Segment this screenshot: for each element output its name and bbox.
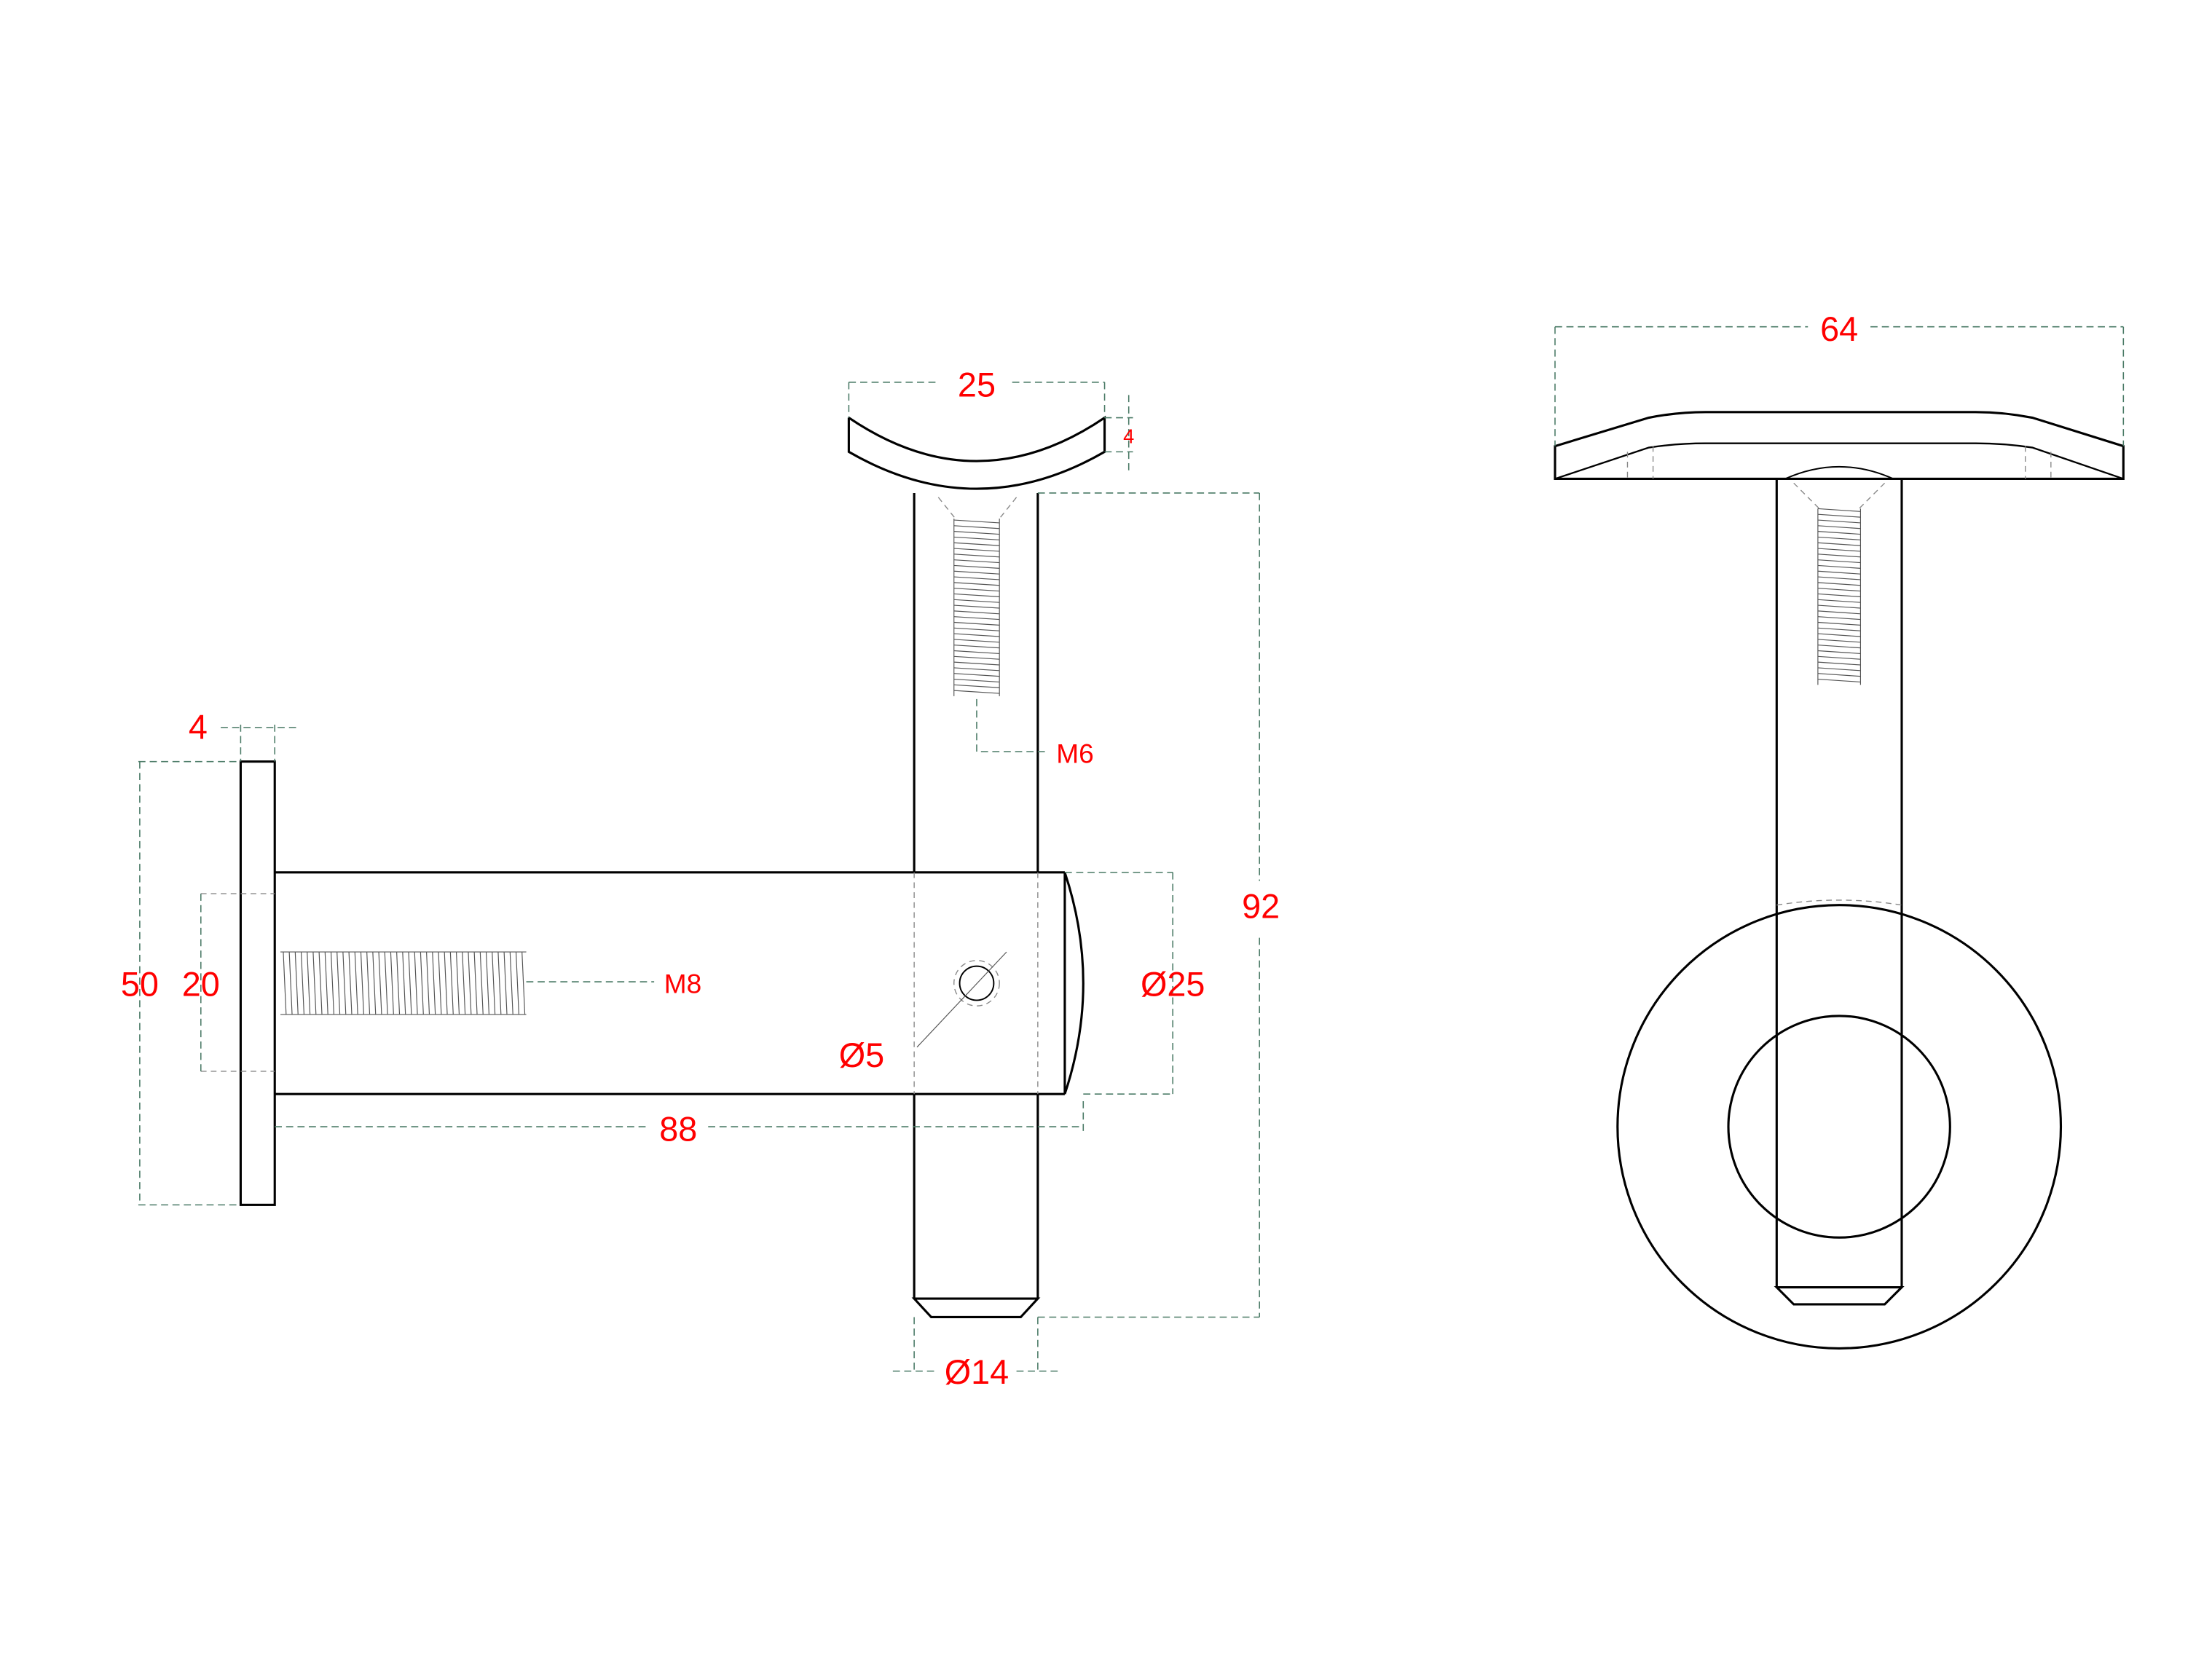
dim-thread-m8: M8: [664, 969, 701, 999]
dim-pin-hole: Ø5: [839, 1036, 884, 1074]
dim-plate-thickness: 4: [189, 708, 208, 746]
dim-total-height: 92: [1242, 887, 1280, 925]
dim-bolt-spacing: 20: [182, 966, 220, 1004]
dim-post-diameter: Ø14: [945, 1353, 1009, 1391]
arm-end-cap: [1063, 872, 1085, 1095]
saddle: [847, 415, 1106, 490]
dim-saddle-thickness: 4: [1123, 425, 1134, 448]
wall-plate: [239, 760, 276, 1206]
side-view: [200, 415, 1106, 1319]
arm-front: [1727, 1015, 1951, 1239]
arm-body: [275, 871, 1066, 1095]
dim-saddle-width: 25: [958, 366, 996, 403]
wall-plate-front: [1616, 904, 2063, 1350]
front-thread: [1817, 508, 1862, 685]
dim-plate-height: 50: [121, 966, 159, 1004]
m6-thread: [953, 519, 1000, 696]
side-dimensions: [138, 382, 1260, 1373]
dim-arm-diameter: Ø25: [1141, 966, 1205, 1004]
m8-thread: [280, 951, 527, 1015]
front-view: [1554, 326, 2125, 1350]
pin-hole: [959, 965, 995, 1001]
post: [911, 492, 1041, 1319]
dim-saddle-length: 64: [1820, 310, 1858, 348]
dim-arm-length: 88: [659, 1111, 697, 1149]
saddle-front: [1554, 411, 2125, 481]
dim-thread-m6: M6: [1056, 738, 1093, 769]
post-front: [1774, 478, 1905, 1306]
